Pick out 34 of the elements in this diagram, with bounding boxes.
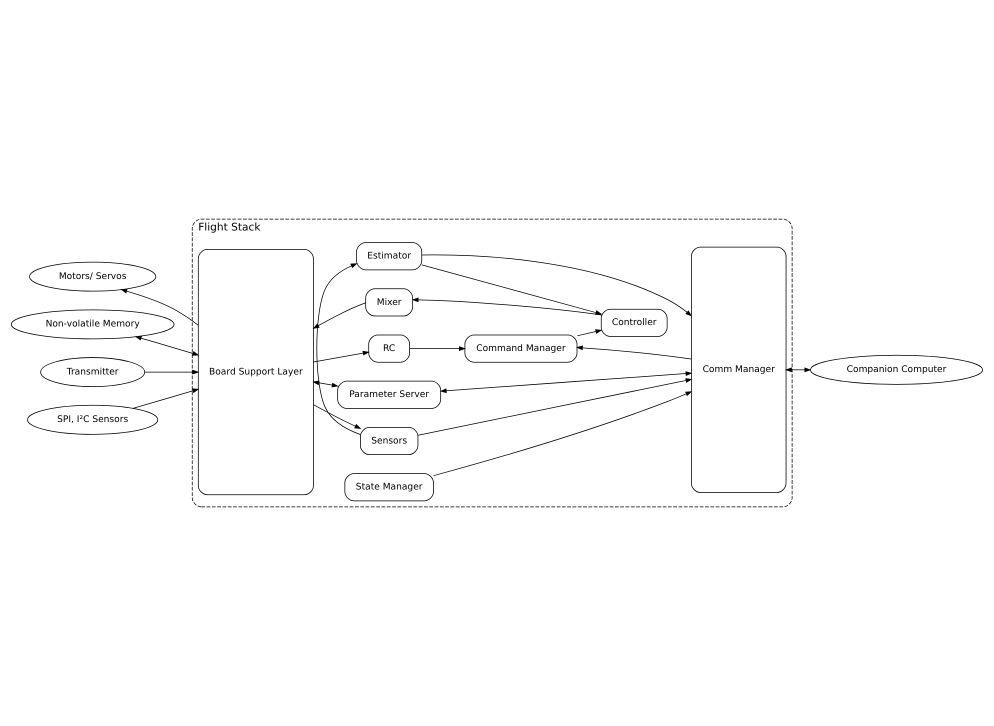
arrow	[312, 380, 339, 388]
node-box: Parameter Server	[337, 380, 442, 409]
arrow	[421, 254, 692, 316]
node-box: Sensors	[360, 427, 418, 456]
node-box: Comm Manager	[691, 246, 786, 493]
node-box: Mixer	[365, 288, 414, 316]
arrow	[313, 350, 370, 362]
arrow	[134, 336, 200, 356]
node-box: Command Manager	[464, 334, 578, 363]
node-ellipse: Motors/ Servos	[29, 262, 156, 292]
arrow	[312, 302, 366, 329]
node-box: Estimator	[356, 242, 422, 270]
arrow	[313, 404, 362, 429]
arrow	[433, 391, 692, 476]
arrow	[785, 367, 812, 372]
node-box: Controller	[600, 308, 668, 337]
node-ellipse: Non-volatile Memory	[10, 309, 174, 340]
node-box: State Manager	[344, 473, 434, 502]
arrow	[120, 288, 198, 326]
arrow	[440, 371, 692, 394]
arrow	[576, 345, 692, 360]
node-ellipse: Companion Computer	[810, 354, 984, 385]
node-box: Board Support Layer	[198, 249, 314, 496]
arrow	[316, 263, 361, 435]
arrow	[144, 370, 200, 374]
arrow	[576, 329, 602, 336]
arrow	[132, 388, 200, 409]
arrow	[418, 378, 692, 436]
node-ellipse: Transmitter	[40, 357, 146, 387]
node-box: RC	[368, 334, 410, 363]
arrow	[421, 264, 602, 315]
node-ellipse: SPI, I²C Sensors	[27, 404, 158, 435]
arrow	[412, 297, 602, 316]
arrow	[409, 346, 466, 351]
